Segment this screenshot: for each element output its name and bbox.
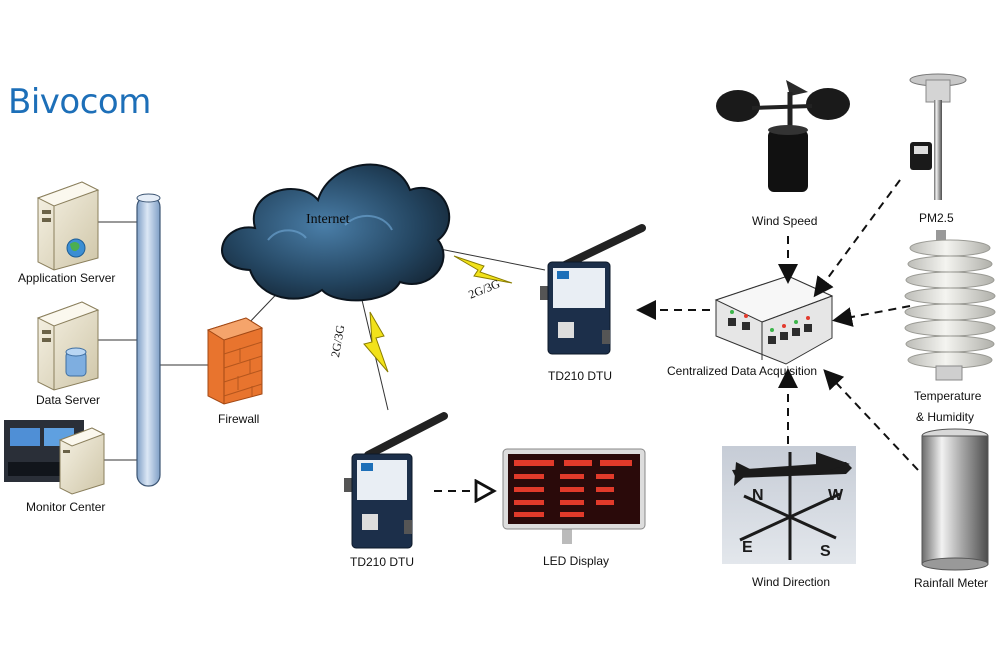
humidity-label: & Humidity bbox=[916, 410, 975, 424]
firewall-label: Firewall bbox=[218, 412, 260, 426]
dtu-top-device-icon bbox=[540, 224, 646, 355]
wind-direction-label: Wind Direction bbox=[752, 575, 831, 589]
wind-direction-sensor-icon: N W E S bbox=[722, 446, 856, 564]
rainfall-label: Rainfall Meter bbox=[914, 576, 989, 590]
svg-text:N: N bbox=[752, 487, 764, 504]
arrow-temperature bbox=[832, 305, 911, 327]
led-display-icon bbox=[502, 448, 646, 544]
internet-cloud-icon bbox=[221, 163, 451, 302]
wind-speed-label: Wind Speed bbox=[752, 214, 818, 228]
data-server-icon bbox=[36, 301, 100, 391]
data-server-label: Data Server bbox=[36, 393, 101, 407]
svg-text:E: E bbox=[742, 539, 753, 556]
application-server-icon bbox=[36, 181, 100, 271]
brand-logo: Bivocom bbox=[8, 82, 151, 122]
network-bus bbox=[136, 193, 161, 487]
temperature-label: Temperature bbox=[914, 389, 982, 403]
temperature-humidity-sensor-icon bbox=[904, 230, 996, 381]
application-server-label: Application Server bbox=[18, 271, 116, 285]
pm25-label: PM2.5 bbox=[919, 211, 954, 225]
monitor-center-label: Monitor Center bbox=[26, 500, 106, 514]
pm25-sensor-icon bbox=[909, 73, 967, 200]
centralized-label: Centralized Data Acquisition bbox=[667, 364, 818, 378]
dtu-bottom-label: TD210 DTU bbox=[350, 555, 415, 569]
wireless-bolt-left-icon bbox=[363, 311, 389, 373]
dtu-bottom-device-icon bbox=[344, 412, 448, 549]
data-acquisition-icon bbox=[714, 275, 834, 365]
dtu-top-label: TD210 DTU bbox=[548, 369, 613, 383]
arrow-rainfall bbox=[823, 369, 919, 471]
svg-text:W: W bbox=[828, 487, 844, 504]
data-flow-arrows bbox=[434, 179, 919, 491]
rainfall-meter-icon bbox=[921, 428, 989, 571]
led-display-label: LED Display bbox=[543, 554, 610, 568]
internet-label: Internet bbox=[306, 212, 350, 227]
wireless-bolt-top-icon bbox=[453, 255, 513, 284]
firewall-icon bbox=[206, 317, 264, 405]
wind-speed-sensor-icon bbox=[716, 80, 850, 192]
arrow-pm25 bbox=[813, 179, 901, 298]
monitor-center-icon bbox=[4, 420, 106, 495]
svg-text:S: S bbox=[820, 543, 831, 560]
